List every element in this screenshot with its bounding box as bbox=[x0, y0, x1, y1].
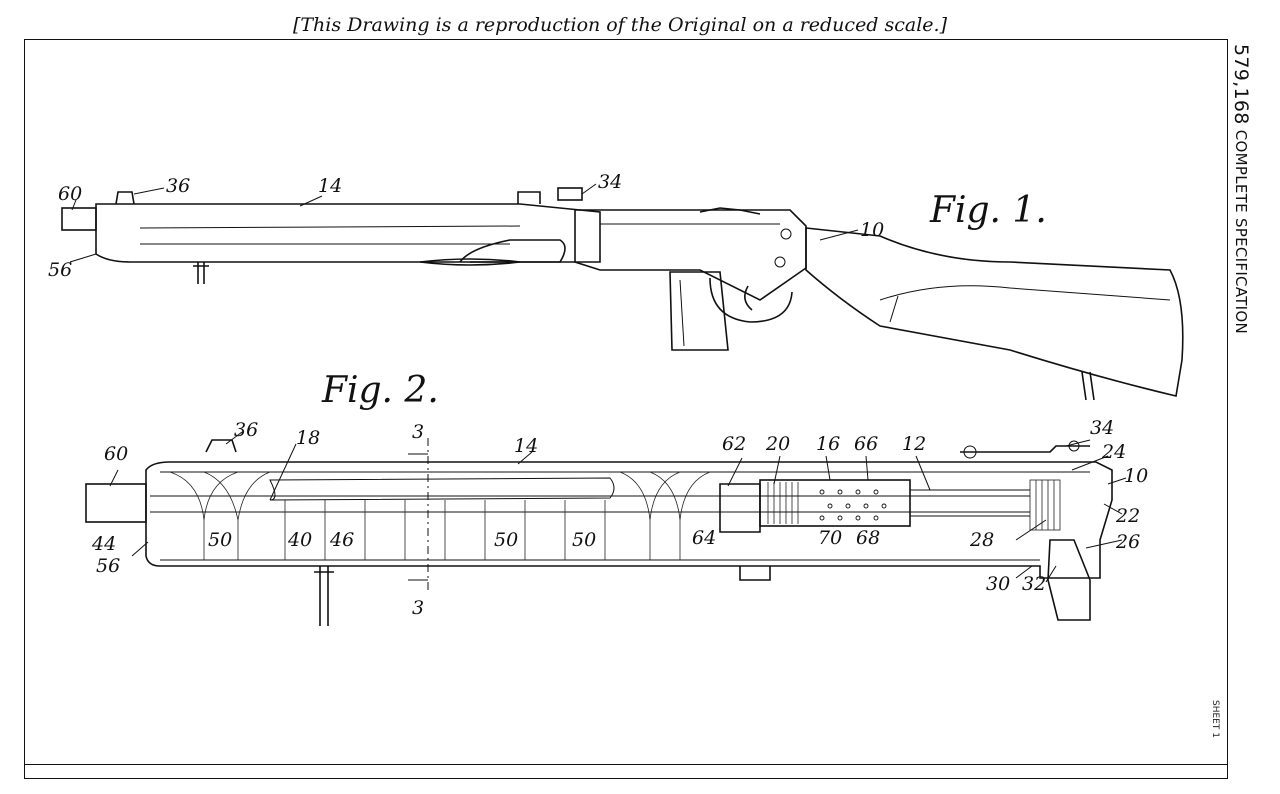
fig2-label-50-b: 50 bbox=[494, 529, 518, 551]
fig1-label-56: 56 bbox=[48, 259, 72, 281]
fig1-label-36: 36 bbox=[166, 175, 190, 197]
fig2-label-70: 70 bbox=[818, 527, 842, 549]
fig2-swivel bbox=[314, 566, 334, 626]
fig2-label-28: 28 bbox=[969, 529, 994, 551]
fig2-label-18: 18 bbox=[296, 427, 320, 449]
specification-label: 579,168 COMPLETE SPECIFICATION bbox=[1230, 44, 1252, 335]
fig2-label-20: 20 bbox=[765, 433, 790, 455]
fig2-label-44: 44 bbox=[91, 533, 116, 555]
fig2-chamber bbox=[759, 479, 911, 527]
fig2-label-50-c: 50 bbox=[572, 529, 596, 551]
fig2-label-30: 30 bbox=[986, 573, 1010, 595]
fig2-baffles bbox=[169, 471, 711, 560]
spec-number: 579,168 bbox=[1230, 44, 1252, 125]
fig2-label-34: 34 bbox=[1090, 417, 1114, 439]
fig2-label-26: 26 bbox=[1115, 531, 1140, 553]
fig2-label-3-bottom: 3 bbox=[412, 597, 424, 619]
fig1-front-swivel bbox=[193, 262, 209, 284]
fig2-label-12: 12 bbox=[902, 433, 926, 455]
fig1-stock bbox=[805, 227, 1184, 397]
fig2-title: Fig. 2. bbox=[321, 370, 439, 411]
drawing-frame bbox=[24, 39, 1228, 779]
fig1-muzzle-cap bbox=[61, 207, 97, 231]
reproduction-note: [This Drawing is a reproduction of the O… bbox=[292, 14, 948, 36]
fig2-label-36: 36 bbox=[234, 419, 258, 441]
fig2-label-10: 10 bbox=[1124, 465, 1148, 487]
fig2-label-62: 62 bbox=[722, 433, 746, 455]
fig2-label-50-a: 50 bbox=[208, 529, 232, 551]
fig2-label-66: 66 bbox=[854, 433, 878, 455]
fig2-label-16: 16 bbox=[816, 433, 840, 455]
fig2-label-32: 32 bbox=[1022, 573, 1046, 595]
fig2-label-3-top: 3 bbox=[412, 421, 424, 443]
fig2-breech bbox=[1029, 479, 1061, 531]
fig1-trigger-guard bbox=[709, 277, 793, 323]
fig2-label-64: 64 bbox=[692, 527, 716, 549]
spec-title: COMPLETE SPECIFICATION bbox=[1232, 129, 1250, 335]
fig1-receiver bbox=[574, 209, 807, 301]
fig1-label-34: 34 bbox=[598, 171, 622, 193]
fig1-title: Fig. 1. bbox=[929, 190, 1047, 231]
fig2-label-24: 24 bbox=[1101, 441, 1126, 463]
fig2-label-46: 46 bbox=[329, 529, 354, 551]
fig1-barrel-casing bbox=[95, 203, 601, 263]
fig1-label-60: 60 bbox=[58, 183, 82, 205]
fig2-muzzle bbox=[85, 483, 147, 523]
frame-divider bbox=[24, 764, 1228, 765]
fig2-label-14: 14 bbox=[514, 435, 538, 457]
fig1-magazine bbox=[669, 271, 729, 351]
fig2-label-68: 68 bbox=[856, 527, 880, 549]
fig1-front-sight bbox=[115, 191, 135, 205]
fig2-label-56: 56 bbox=[96, 555, 120, 577]
fig1-rifle: 60 36 14 34 10 56 Fig. 1. bbox=[48, 171, 1184, 401]
sheet-label: SHEET 1 bbox=[1210, 700, 1220, 738]
fig1-label-10: 10 bbox=[860, 219, 884, 241]
fig1-label-14: 14 bbox=[318, 175, 342, 197]
fig2-section: Fig. 2. bbox=[85, 370, 1148, 626]
fig2-label-22: 22 bbox=[1115, 505, 1140, 527]
fig2-label-40: 40 bbox=[287, 529, 312, 551]
fig2-casing bbox=[145, 461, 1113, 579]
fig2-label-60: 60 bbox=[104, 443, 128, 465]
